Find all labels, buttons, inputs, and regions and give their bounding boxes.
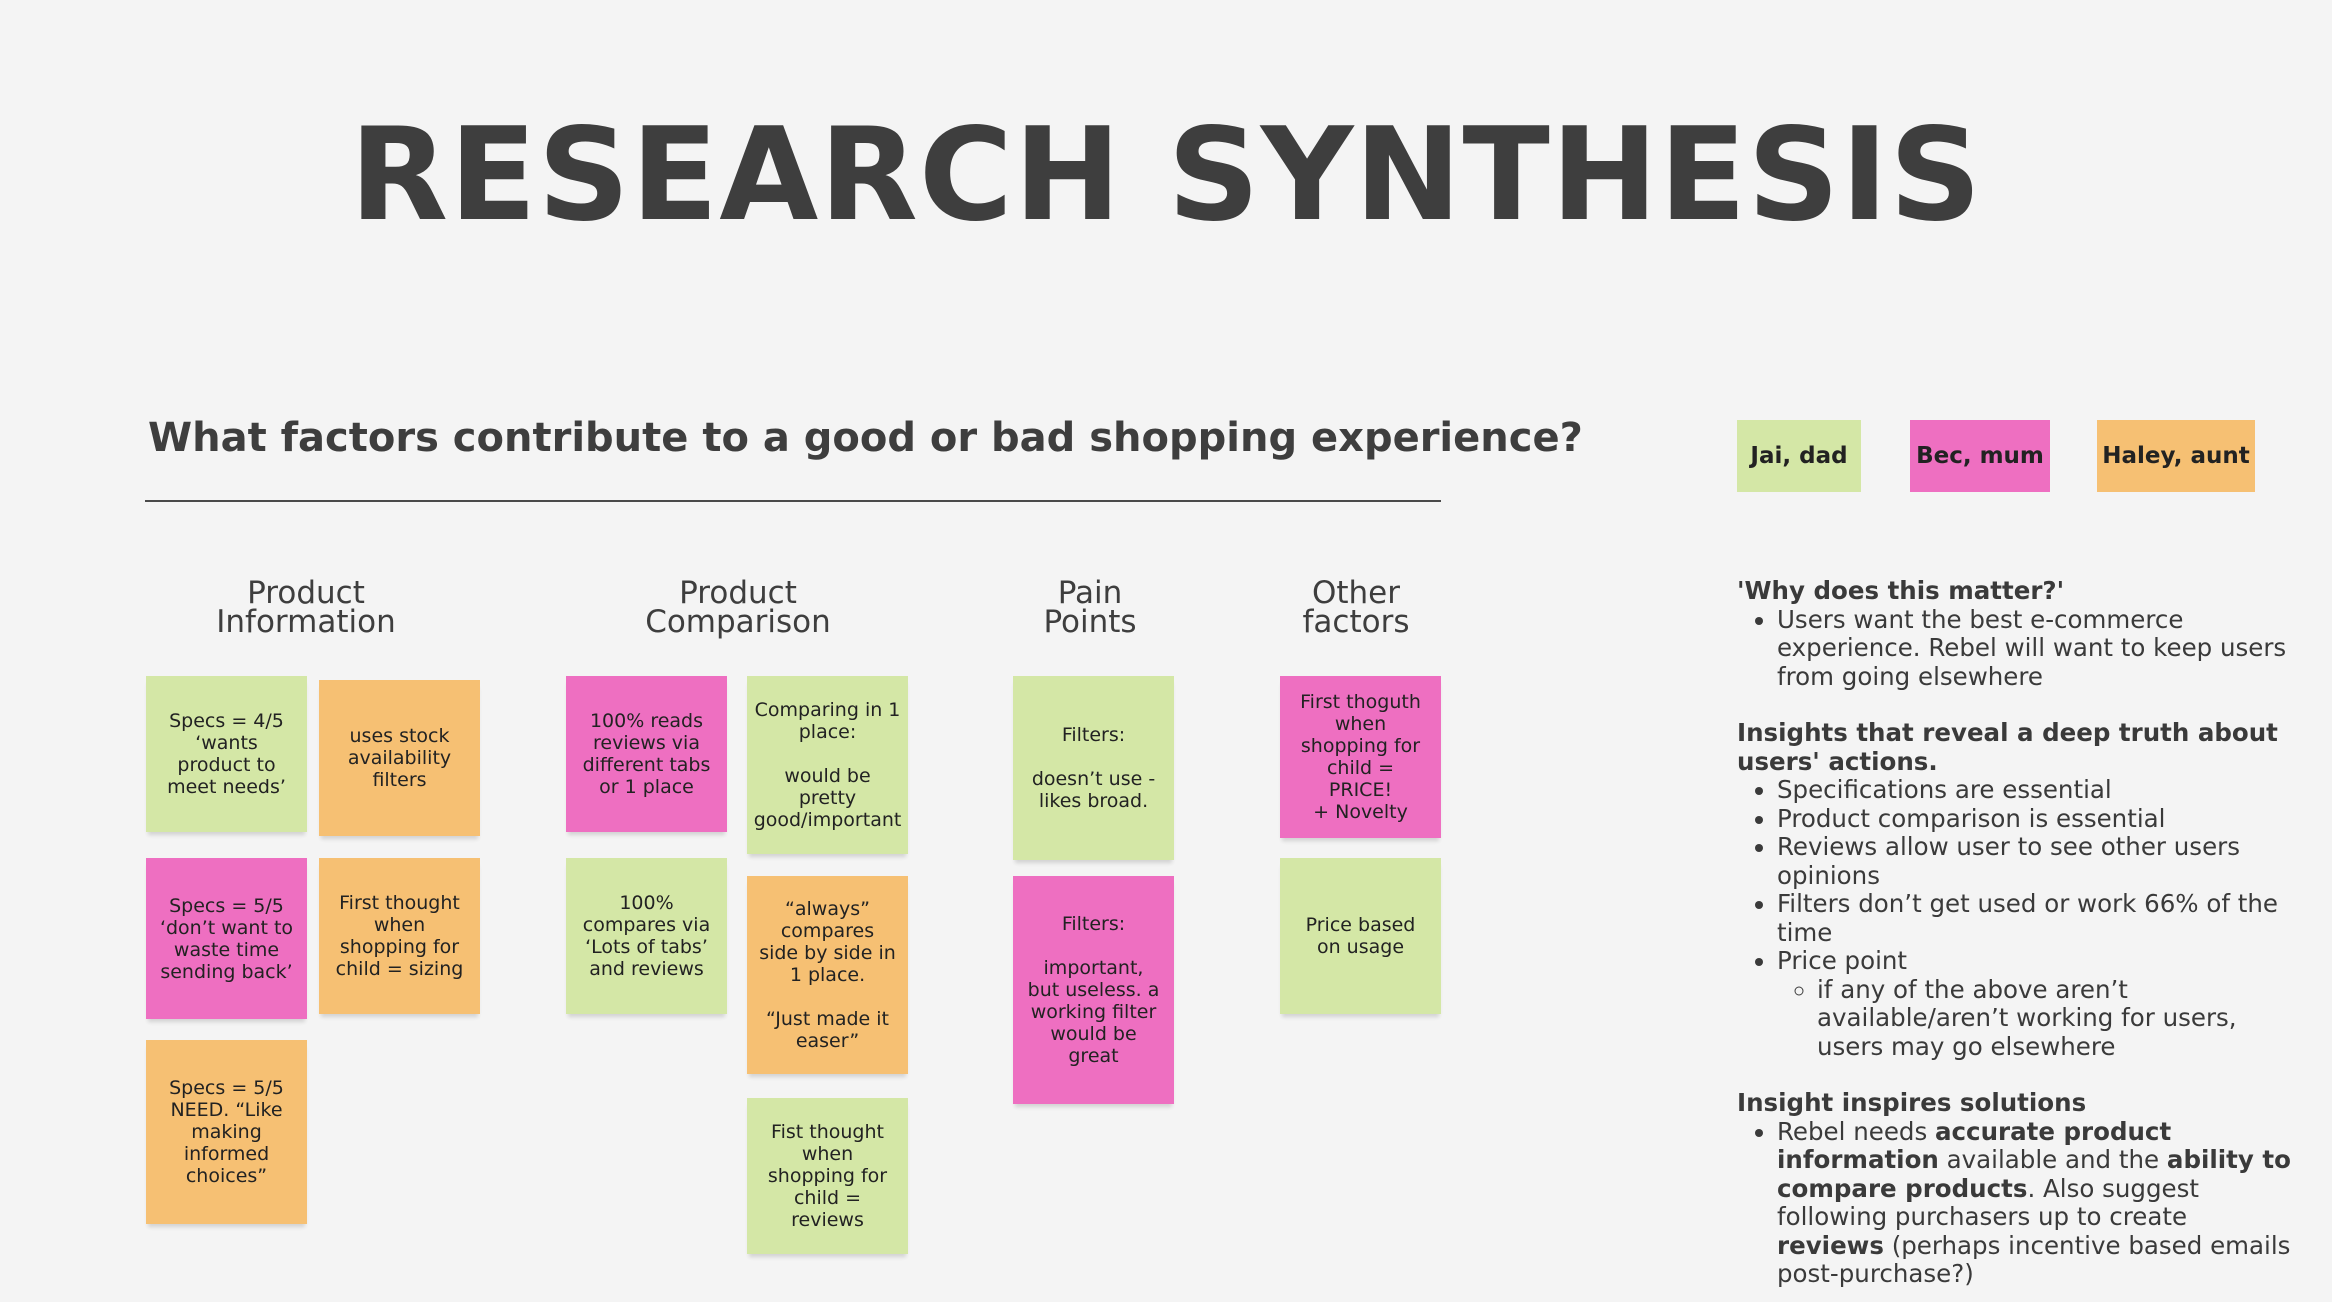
column-heading-product-comparison: Product Comparison: [645, 575, 831, 640]
legend-item-jai: Jai, dad: [1737, 420, 1861, 492]
text-run-bold: accurate product information: [1777, 1116, 2172, 1174]
text-run: . Also suggest following purchasers up t…: [1777, 1173, 2199, 1231]
list-item: Specifications are essential: [1777, 775, 2292, 805]
insights-list: Specifications are essential Product com…: [1737, 775, 2292, 1062]
sticky-note: Price based on usage: [1280, 858, 1441, 1014]
list-item: Filters don’t get used or work 66% of th…: [1777, 889, 2292, 947]
sticky-note: Specs = 5/5 NEED. “Like making informed …: [146, 1040, 307, 1224]
text-run: Rebel needs: [1777, 1116, 1935, 1146]
sticky-note: Filters: important, but useless. a worki…: [1013, 876, 1174, 1104]
text-run: (perhaps incentive based emails post-pur…: [1777, 1230, 2291, 1288]
why-list: Users want the best e-commerce experienc…: [1737, 605, 2292, 692]
research-question: What factors contribute to a good or bad…: [148, 415, 1583, 461]
solutions-heading: Insight inspires solutions: [1737, 1088, 2087, 1117]
sub-list: if any of the above aren’t available/are…: [1777, 975, 2292, 1062]
legend-label: Haley, aunt: [2102, 443, 2250, 469]
solutions-list: Rebel needs accurate product information…: [1737, 1116, 2292, 1289]
divider: [145, 500, 1441, 502]
legend-item-bec: Bec, mum: [1910, 420, 2050, 492]
sticky-note: Fist thought when shopping for child = r…: [747, 1098, 908, 1254]
list-item: Price point if any of the above aren’t a…: [1777, 946, 2292, 1062]
legend-label: Jai, dad: [1750, 443, 1848, 469]
list-item-text: Price point: [1777, 946, 1908, 975]
insights-heading: Insights that reveal a deep truth about …: [1737, 718, 2278, 776]
page-title: RESEARCH SYNTHESIS: [349, 101, 1983, 250]
legend-label: Bec, mum: [1916, 443, 2044, 469]
sticky-note: uses stock availability filters: [319, 680, 480, 836]
list-item: Rebel needs accurate product information…: [1777, 1116, 2292, 1289]
sticky-note: First thought when shopping for child = …: [319, 858, 480, 1014]
sticky-note: 100% compares via ‘Lots of tabs’ and rev…: [566, 858, 727, 1014]
column-heading-pain-points: Pain Points: [1043, 575, 1137, 640]
sticky-note: First thoguth when shopping for child = …: [1280, 676, 1441, 838]
text-run: available and the: [1938, 1145, 2167, 1174]
column-heading-product-information: Product Information: [216, 575, 396, 640]
sticky-note: Filters: doesn’t use - likes broad.: [1013, 676, 1174, 860]
why-heading: 'Why does this matter?': [1737, 576, 2065, 605]
list-item: Users want the best e-commerce experienc…: [1777, 605, 2292, 692]
sticky-note: 100% reads reviews via different tabs or…: [566, 676, 727, 832]
text-run-bold: reviews: [1777, 1230, 1884, 1260]
list-item: Reviews allow user to see other users op…: [1777, 832, 2292, 890]
legend-item-haley: Haley, aunt: [2097, 420, 2255, 492]
sticky-note: Specs = 5/5 ‘don’t want to waste time se…: [146, 858, 307, 1019]
sticky-note: Specs = 4/5 ‘wants product to meet needs…: [146, 676, 307, 832]
insights-panel: 'Why does this matter?' Users want the b…: [1737, 576, 2292, 1289]
sticky-note: Comparing in 1 place: would be pretty go…: [747, 676, 908, 854]
text-run-bold: ability to compare products: [1777, 1145, 2291, 1203]
sticky-note: “always” compares side by side in 1 plac…: [747, 876, 908, 1074]
list-item: Product comparison is essential: [1777, 804, 2292, 834]
column-heading-other-factors: Other factors: [1302, 575, 1410, 640]
list-item: if any of the above aren’t available/are…: [1817, 975, 2292, 1062]
